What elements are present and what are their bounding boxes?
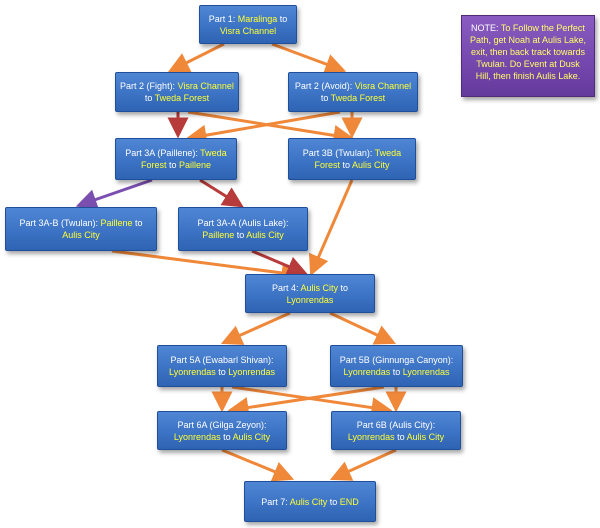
node-label: Part 2 (Fight):	[120, 81, 178, 91]
node-label: Part 5B (Ginnunga Canyon):	[339, 355, 454, 365]
node-to: Aulis City	[62, 230, 100, 240]
arrow-p3b-to-p4	[308, 179, 354, 277]
node-label: Part 5A (Ewabarl Shivan):	[170, 355, 274, 365]
node-label: Part 3B (Twulan):	[302, 148, 375, 158]
node-to: Aulis City	[246, 230, 284, 240]
node-to-word: to	[338, 282, 349, 293]
arrow-p4-to-p5a	[220, 311, 291, 345]
node-label: Part 7:	[261, 496, 290, 507]
node-to-word: to	[320, 93, 331, 103]
node-to: Tweda Forest	[330, 93, 386, 103]
node-to: Tweda Forest	[154, 93, 210, 103]
node-part-3a-a: Part 3A-A (Aulis Lake): Paillene to Auli…	[178, 207, 308, 251]
node-to: Aulis City	[406, 431, 445, 442]
arrow-p1-to-p2a	[271, 42, 347, 75]
node-part-5b: Part 5B (Ginnunga Canyon): Lyonrendas to…	[330, 345, 463, 387]
node-to-word: to	[234, 230, 247, 240]
node-from: Lyonrendas	[347, 431, 395, 442]
node-label: Part 2 (Avoid):	[294, 81, 355, 91]
node-from: Visra Channel	[177, 81, 234, 91]
node-to: Aulis City	[352, 160, 390, 170]
arrow-p6a-to-p7	[221, 448, 295, 482]
node-to: Aulis City	[232, 431, 271, 442]
node-part-2-fight: Part 2 (Fight): Visra Channel to Tweda F…	[115, 72, 239, 112]
node-from: Paillene	[100, 218, 133, 228]
node-from: Lyonrendas	[173, 431, 221, 442]
node-to-word: to	[277, 13, 288, 24]
node-from: Lyonrendas	[343, 367, 391, 377]
node-part-2-avoid: Part 2 (Avoid): Visra Channel to Tweda F…	[288, 72, 418, 112]
node-to-word: to	[394, 431, 407, 442]
arrow-p3a-to-p3aa	[199, 178, 244, 208]
node-part-6b: Part 6B (Aulis City): Lyonrendas to Auli…	[331, 411, 461, 450]
node-part-4: Part 4: Aulis City to Lyonrendas	[245, 274, 375, 313]
node-to: Lyonrendas	[286, 294, 334, 305]
node-part-1: Part 1: Maralinga to Visra Channel	[199, 5, 297, 44]
node-to: Paillene	[179, 160, 212, 170]
node-from: Aulis City	[300, 282, 339, 293]
node-label: Part 3A-A (Aulis Lake):	[197, 218, 289, 228]
arrow-p5b-to-p6a	[227, 385, 385, 418]
node-to-word: to	[215, 367, 229, 377]
node-from: Tweda Forest	[314, 148, 402, 170]
node-to: Visra Channel	[219, 25, 277, 36]
node-to-word: to	[220, 431, 233, 442]
node-from: Maralinga	[237, 13, 278, 24]
node-from: Lyonrendas	[169, 367, 216, 377]
note-box: NOTE: To Follow the Perfect Path, get No…	[461, 15, 595, 97]
node-from: Paillene	[202, 230, 235, 240]
node-part-6a: Part 6A (Gilga Zeyon): Lyonrendas to Aul…	[157, 411, 287, 450]
arrow-p3a-to-p3ab	[75, 178, 153, 210]
node-part-3a: Part 3A (Paillene): Tweda Forest to Pail…	[115, 138, 237, 180]
node-to-word: to	[327, 496, 340, 507]
node-label: Part 6B (Aulis City):	[356, 419, 436, 430]
node-to: Lyonrendas	[228, 367, 275, 377]
node-to-word: to	[166, 160, 179, 170]
note-text: To Follow the Perfect Path, get Noah at …	[469, 23, 587, 81]
node-to-word: to	[339, 160, 352, 170]
arrow-p6b-to-p7	[329, 448, 397, 481]
arrow-p3aa-to-p4	[251, 249, 309, 277]
node-label: Part 3A-B (Twulan):	[19, 218, 101, 228]
node-label: Part 3A (Paillene):	[125, 148, 201, 158]
node-to: Lyonrendas	[402, 367, 450, 377]
node-part-3b: Part 3B (Twulan): Tweda Forest to Aulis …	[288, 138, 416, 180]
arrow-p3ab-to-p4	[111, 249, 303, 284]
node-part-5a: Part 5A (Ewabarl Shivan): Lyonrendas to …	[157, 345, 287, 387]
node-to-word: to	[144, 93, 155, 103]
node-to: END	[339, 496, 359, 507]
node-from: Tweda Forest	[140, 148, 227, 170]
node-from: Visra Channel	[354, 81, 412, 91]
node-label: Part 1:	[208, 13, 238, 24]
node-from: Aulis City	[289, 496, 328, 507]
node-part-3a-b: Part 3A-B (Twulan): Paillene to Aulis Ci…	[5, 207, 157, 251]
arrow-p4-to-p5b	[329, 311, 397, 345]
node-to-word: to	[132, 218, 143, 228]
node-label: Part 6A (Gilga Zeyon):	[177, 419, 267, 430]
node-label: Part 4:	[271, 282, 301, 293]
arrow-p1-to-p2f	[167, 42, 225, 73]
node-to-word: to	[390, 367, 403, 377]
note-label: NOTE:	[471, 23, 501, 33]
node-part-7: Part 7: Aulis City to END	[244, 481, 376, 522]
arrow-p2a-to-p3a	[185, 110, 341, 146]
